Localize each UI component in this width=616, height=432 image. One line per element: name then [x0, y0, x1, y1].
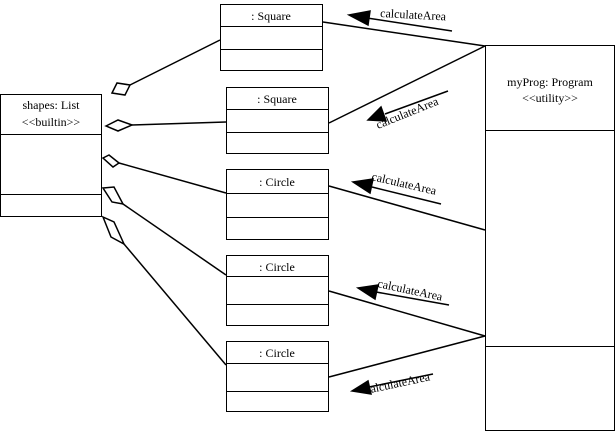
message-arrow-line-1: [366, 17, 453, 32]
list-box: [0, 94, 102, 217]
message-arrowhead-5: [349, 379, 372, 395]
message-label-4: calculateArea: [376, 276, 444, 304]
object-label-square-2: : Square: [257, 92, 297, 106]
aggregation-diamond-square-1: [110, 82, 132, 96]
aggregation-line-circle-1: [118, 162, 227, 194]
object-box-circle-3: [226, 341, 329, 412]
message-label-2: calculateArea: [374, 94, 441, 132]
program-link-circle-3: [328, 335, 486, 378]
program-link-circle-2: [328, 290, 486, 337]
message-arrows: [346, 10, 453, 395]
message-arrow-line-5: [368, 373, 434, 388]
message-label-1: calculateArea: [380, 6, 447, 23]
message-arrow-line-3: [371, 186, 442, 205]
object-label-circle-1: : Circle: [259, 175, 295, 189]
aggregation-diamond-circle-1: [101, 154, 121, 168]
aggregation-links: [101, 39, 227, 366]
aggregation-line-circle-2: [122, 203, 227, 276]
aggregation-line-square-2: [131, 121, 227, 126]
list-box-stereotype: <<builtin>>: [22, 115, 81, 129]
program-link-square-1: [322, 21, 486, 47]
program-box-frame: [485, 45, 615, 431]
program-box: [485, 45, 615, 431]
object-label-circle-2: : Circle: [259, 260, 295, 274]
list-box-name: shapes: List: [23, 98, 81, 112]
message-arrowhead-1: [346, 10, 371, 27]
aggregation-diamond-circle-3: [101, 215, 126, 246]
object-box-circle-1: [226, 169, 329, 240]
program-link-square-2: [328, 45, 486, 124]
message-arrowhead-4: [355, 284, 379, 301]
object-label-circle-3: : Circle: [259, 346, 295, 360]
program-box-name: myProg: Program: [507, 75, 593, 89]
message-arrowhead-3: [350, 178, 374, 195]
object-box-square-1: [220, 4, 323, 71]
object-box-square-2: [226, 87, 329, 154]
object-label-square-1: : Square: [251, 9, 291, 23]
program-link-circle-1: [328, 185, 486, 231]
object-box-circle-2: [226, 255, 329, 326]
message-arrow-line-2: [384, 90, 449, 115]
program-links: [322, 21, 486, 378]
message-arrow-line-4: [375, 291, 450, 306]
list-box-frame: [0, 94, 102, 217]
aggregation-diamond-circle-2: [101, 186, 125, 206]
message-label-5: calculateArea: [364, 369, 432, 397]
aggregation-diamond-square-2: [104, 119, 135, 132]
message-label-3: calculateArea: [370, 169, 438, 198]
message-arrowhead-2: [366, 105, 388, 122]
program-box-stereotype: <<utility>>: [522, 91, 578, 105]
aggregation-line-square-1: [129, 39, 221, 86]
aggregation-line-circle-3: [123, 243, 227, 366]
